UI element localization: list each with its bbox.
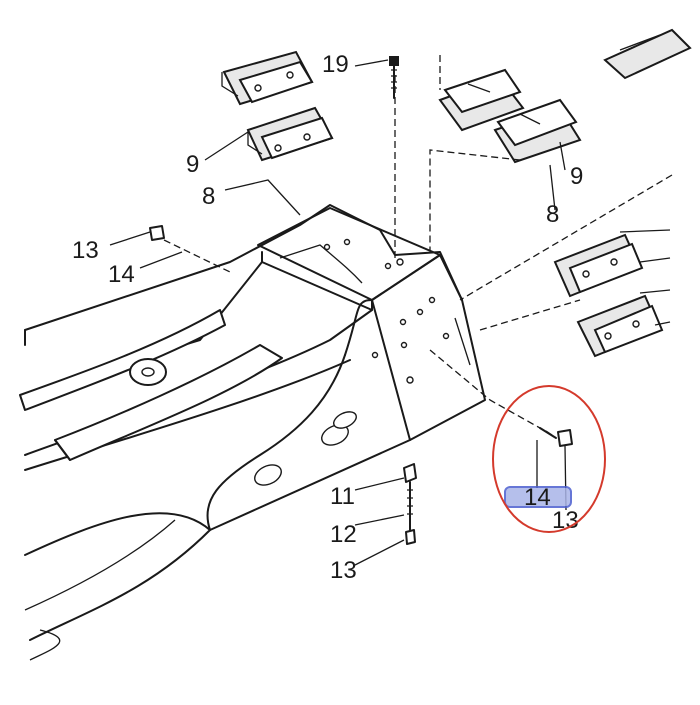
boom-cradle: [19, 309, 283, 461]
wear-pad-upper-left-bottom: [246, 106, 334, 162]
callout-13-bottom: 13: [330, 557, 357, 584]
callout-leaders: [109, 59, 566, 566]
wear-pad-side-lower: [576, 289, 671, 358]
callout-12: 12: [330, 521, 357, 548]
callout-8-right: 8: [546, 201, 559, 228]
stud-assembly-bottom: [403, 463, 417, 545]
callout-labels: 19 9 8 9 8 13 14 11 12 13: [72, 51, 583, 584]
callout-13-top: 13: [72, 237, 99, 264]
highlighted-callout[interactable]: 14 13: [504, 484, 579, 534]
callout-14-highlight[interactable]: 14: [524, 484, 551, 511]
highlight-box[interactable]: [504, 486, 572, 508]
callout-19: 19: [322, 51, 349, 78]
wear-pad-side-upper: [553, 229, 671, 298]
callout-9-right: 9: [570, 163, 583, 190]
wear-pad-upper-right-bottom: [493, 98, 582, 164]
assembly-guide-lines: [394, 55, 673, 429]
callout-14-top: 14: [108, 261, 135, 288]
bolt-19: [389, 56, 399, 99]
wear-pad-upper-left-top: [221, 50, 314, 106]
callout-11: 11: [330, 483, 355, 510]
nut-top-left: [149, 225, 231, 273]
boom-frame: [24, 204, 486, 661]
callout-9-left: 9: [186, 151, 199, 178]
wear-pad-upper-right-top: [438, 68, 525, 132]
callout-8-left: 8: [202, 183, 215, 210]
wear-pad-top-corner: [603, 28, 692, 80]
red-circle-annotation: [492, 385, 606, 533]
